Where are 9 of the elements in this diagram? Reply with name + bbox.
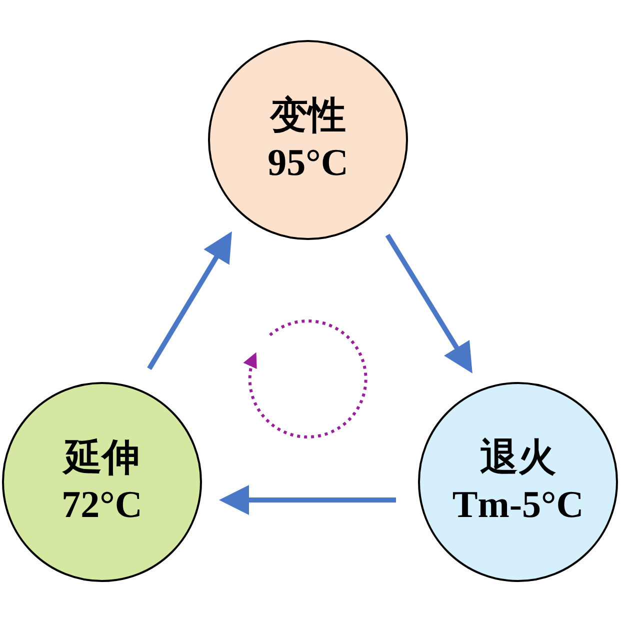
arrow — [219, 485, 396, 515]
arrow — [147, 231, 232, 370]
arrow — [385, 234, 472, 374]
temperature-label: 95°C — [268, 141, 348, 186]
step-name: 变性 — [270, 94, 346, 138]
step-name: 延伸 — [64, 436, 140, 480]
temperature-label: Tm-5°C — [452, 483, 584, 528]
temperature-label: 72°C — [62, 483, 142, 528]
step-name: 退火 — [480, 436, 556, 480]
